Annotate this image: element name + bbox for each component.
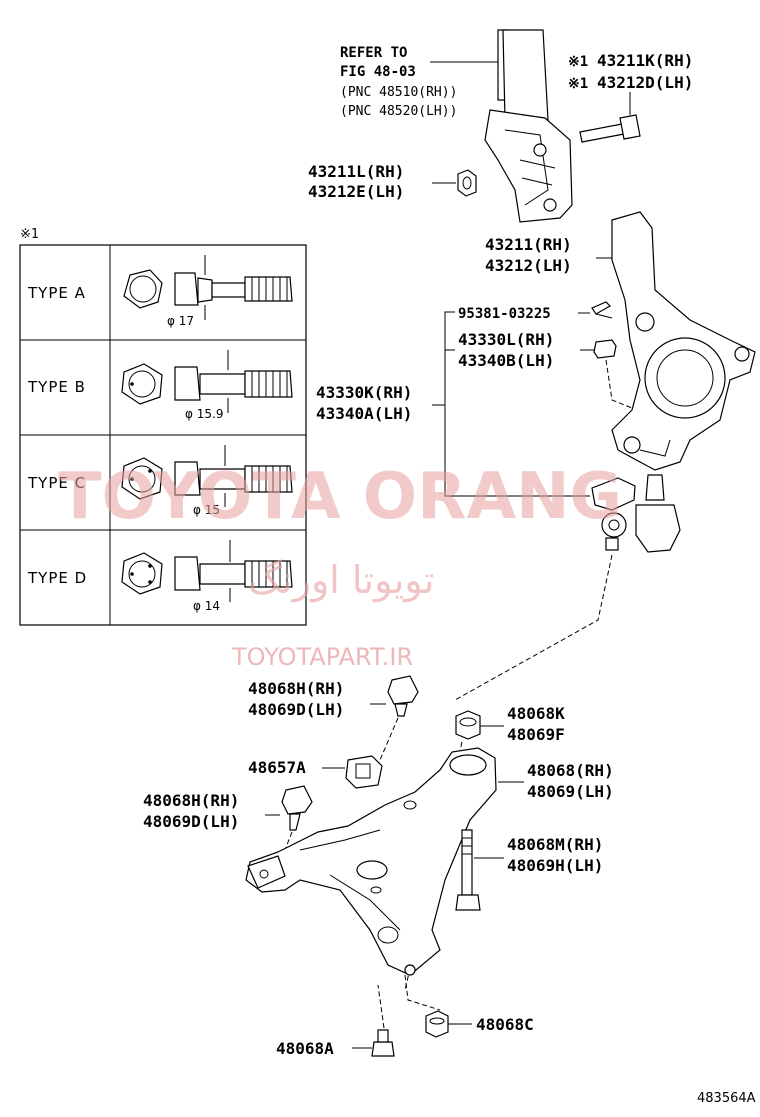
bolt-48068h-label-1: 48068H(RH) [248, 679, 344, 698]
ball-joint: 43330K(RH) 43340A(LH) [316, 311, 681, 701]
type-a-row: TYPE A φ 17 [27, 255, 293, 328]
type-b-diameter: φ 15.9 [185, 407, 223, 421]
fig-ref-text: FIG 48-03 [340, 64, 416, 80]
type-c-row: TYPE C φ 15 [27, 445, 293, 517]
type-b-row: TYPE B φ 15.9 [27, 350, 293, 421]
bolt-note-mark-rh: ※1 [568, 54, 588, 70]
lower-arm-long-bolt: 48068M(RH) 48069H(LH) [455, 829, 603, 911]
lower-arm-label: 48068(RH) 48069(LH) [498, 761, 614, 801]
bolt-48068h-label-2: 48068H(RH) [143, 791, 239, 810]
lower-arm-bolt-top: 48068H(RH) 48069D(LH) [248, 675, 419, 781]
steering-knuckle: 43211(RH) 43212(LH) [485, 211, 756, 471]
nut-48069f-label: 48069F [507, 725, 565, 744]
bolt-48068m-label: 48068M(RH) [507, 835, 603, 854]
watermark-brand: TOYOTA ORANG [58, 460, 622, 534]
strut-nut: 43211L(RH) 43212E(LH) [308, 162, 477, 201]
nut-label-lh: 43212E(LH) [308, 182, 404, 201]
pnc-rh-text: (PNC 48510(RH)) [340, 85, 457, 100]
ball-joint-label-rh: 43330K(RH) [316, 383, 412, 402]
type-d-label: TYPE D [27, 569, 87, 587]
bolt-48069d-label-2: 48069D(LH) [143, 812, 239, 831]
castle-nut-label-lh: 43340B(LH) [458, 351, 554, 370]
bolt-48068a-label: 48068A [276, 1039, 334, 1058]
nut-48068c-label: 48068C [476, 1015, 534, 1034]
lower-arm-bolt-middle: 48068H(RH) 48069D(LH) [143, 785, 313, 851]
watermark: TOYOTA ORANG تویوتا اورنگ TOYOTAPART.IR [58, 460, 622, 671]
arm-label-rh: 48068(RH) [527, 761, 614, 780]
type-c-diameter: φ 15 [193, 503, 220, 517]
figure-id: 483564A [697, 1091, 756, 1106]
type-d-row: TYPE D φ 14 [27, 540, 293, 613]
lower-arm-bracket: 48657A [248, 755, 383, 789]
castle-nut: 43330L(RH) 43340B(LH) [458, 330, 633, 409]
strut-lower-body [484, 29, 573, 223]
type-table-note-mark: ※1 [20, 227, 39, 242]
arm-label-lh: 48069(LH) [527, 782, 614, 801]
bolt-48069d-label-1: 48069D(LH) [248, 700, 344, 719]
bolt-label-lh: 43212D(LH) [597, 73, 693, 92]
bolt-48069h-label: 48069H(LH) [507, 856, 603, 875]
nut-48068k-label: 48068K [507, 704, 565, 723]
nut-label-rh: 43211L(RH) [308, 162, 404, 181]
watermark-persian: تویوتا اورنگ [248, 558, 435, 603]
type-a-label: TYPE A [27, 284, 86, 302]
bolt-type-table: ※1 TYPE A φ 17 TYPE B [19, 227, 307, 626]
refer-to-text: REFER TO [340, 45, 407, 61]
bolt-note-mark-lh: ※1 [568, 76, 588, 92]
lower-arm-bolt-bottom: 48068A [276, 984, 395, 1058]
type-a-diameter: φ 17 [167, 314, 194, 328]
pin-label: 95381-03225 [458, 306, 551, 322]
lower-control-arm [245, 747, 497, 1011]
lower-arm-nut-lower: 48068C [425, 1010, 534, 1038]
bracket-48657a-label: 48657A [248, 758, 306, 777]
watermark-url: TOYOTAPART.IR [231, 643, 413, 671]
castle-nut-label-rh: 43330L(RH) [458, 330, 554, 349]
strut-reference-note: REFER TO FIG 48-03 (PNC 48510(RH)) (PNC … [340, 45, 506, 119]
type-b-label: TYPE B [27, 378, 86, 396]
ball-joint-label-lh: 43340A(LH) [316, 404, 412, 423]
strut-bolt: ※1 43211K(RH) ※1 43212D(LH) [568, 51, 693, 143]
type-d-diameter: φ 14 [193, 599, 220, 613]
type-c-label: TYPE C [27, 474, 86, 492]
cotter-pin: 95381-03225 [458, 301, 613, 322]
knuckle-label-lh: 43212(LH) [485, 256, 572, 275]
bolt-label-rh: 43211K(RH) [597, 51, 693, 70]
pnc-lh-text: (PNC 48520(LH)) [340, 104, 457, 119]
knuckle-label-rh: 43211(RH) [485, 235, 572, 254]
